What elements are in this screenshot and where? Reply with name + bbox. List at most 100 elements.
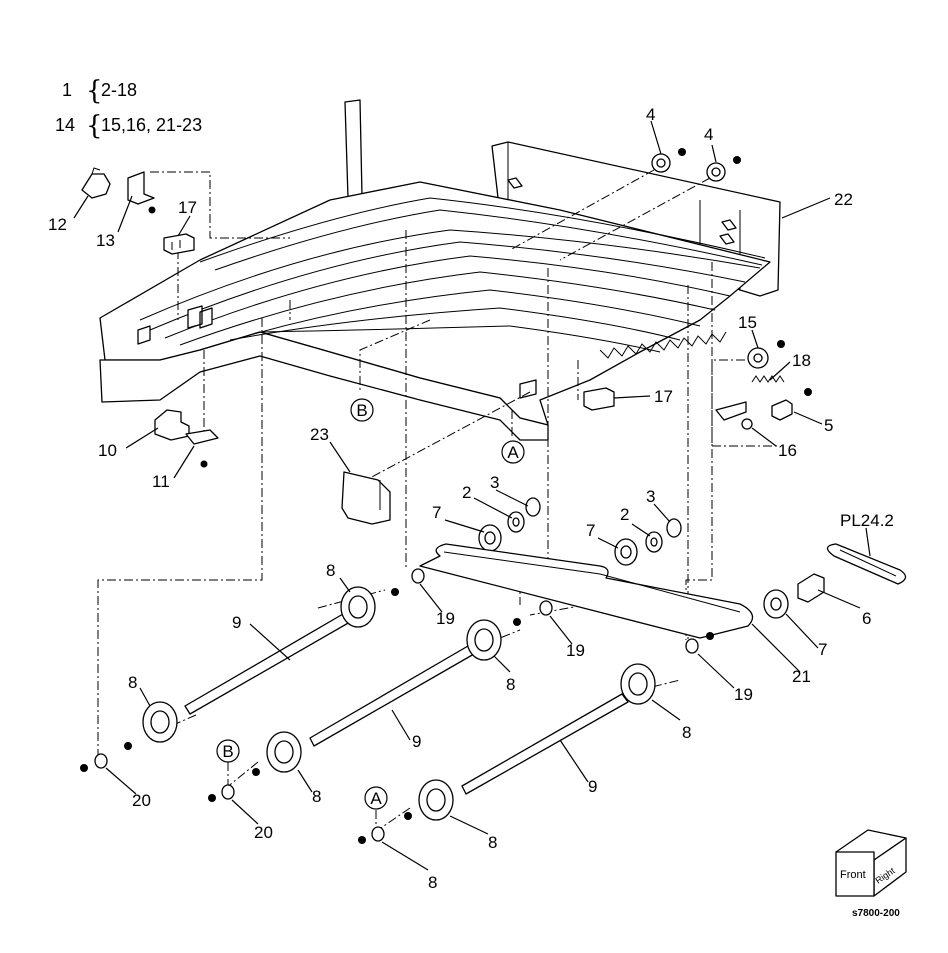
callout-2: 2	[462, 483, 471, 502]
roller-8-mid-right	[466, 619, 502, 661]
callout-pl24-2: PL24.2	[840, 511, 894, 530]
bearing-2-right	[645, 531, 663, 553]
tray-clip	[187, 305, 213, 329]
guide-rib	[214, 209, 763, 271]
gear-4-left	[651, 148, 686, 173]
reference-mark-b-lower: B	[216, 739, 240, 763]
guide-rib	[179, 271, 716, 346]
callout-20: 20	[254, 823, 273, 842]
svg-text:A: A	[507, 443, 519, 462]
cube-front-label: Front	[840, 869, 866, 881]
callout-20: 8	[428, 873, 437, 892]
assembly-line	[509, 169, 655, 251]
callout-8: 8	[312, 787, 321, 806]
gear-15	[747, 340, 785, 369]
roller-8-top-right	[340, 586, 376, 628]
assembly-line	[97, 318, 263, 755]
guide-rib	[139, 229, 761, 321]
callout-23: 23	[310, 425, 329, 444]
assembly-line	[559, 177, 711, 261]
drive-belt-pl24-2	[826, 543, 907, 585]
roller-8-low-left	[418, 779, 454, 821]
callout-8: 8	[128, 673, 137, 692]
callout-3: 3	[646, 487, 655, 506]
callout-labels: 4 4 22 12 13 17 17 15 18 5 16 10 11 23 3…	[48, 105, 894, 892]
callout-8: 8	[682, 723, 691, 742]
legend-row-1: 1 { 2-18	[62, 76, 137, 106]
gear-7-mid	[614, 538, 638, 566]
legend-children-2: 15,16, 21-23	[101, 115, 202, 135]
assembly-line	[225, 761, 259, 789]
guide-rib	[164, 255, 731, 339]
shaft-9-middle	[309, 645, 475, 747]
gear-4-right	[706, 156, 741, 182]
callout-4: 4	[646, 105, 655, 124]
shaft-9-upper	[184, 613, 351, 715]
legend-brace-icon: {	[86, 111, 103, 141]
gear-7-left	[478, 524, 502, 552]
guide-rib	[199, 197, 766, 263]
callout-5: 5	[824, 416, 833, 435]
callout-8: 8	[488, 833, 497, 852]
reference-mark-a-lower: A	[364, 786, 388, 810]
legend-parent-2: 14	[55, 115, 75, 135]
callout-19: 19	[436, 609, 455, 628]
bracket-16	[715, 401, 753, 430]
gear-3-left	[525, 497, 541, 517]
cover-23	[341, 471, 391, 525]
callout-4: 4	[704, 125, 713, 144]
callout-13: 13	[96, 231, 115, 250]
svg-text:B: B	[222, 742, 233, 761]
bearing-20-c	[358, 812, 412, 844]
guide-rib	[229, 307, 681, 341]
assembly-line	[150, 171, 290, 239]
callout-22: 22	[834, 190, 853, 209]
callout-16: 16	[778, 441, 797, 460]
callout-8: 8	[326, 561, 335, 580]
upper-guide-assembly	[99, 99, 781, 441]
sensor-12	[81, 167, 111, 199]
callout-19: 19	[734, 685, 753, 704]
callout-7: 7	[818, 640, 827, 659]
assembly-line	[377, 807, 411, 831]
guide-rib	[259, 325, 661, 353]
frame-hook	[507, 177, 737, 245]
callout-18: 18	[792, 351, 811, 370]
leader-lines	[73, 120, 871, 871]
legend-parent-1: 1	[62, 80, 72, 100]
rear-post	[344, 99, 363, 199]
bracket-11	[185, 429, 219, 468]
callout-15: 15	[738, 313, 757, 332]
callout-9: 9	[412, 732, 421, 751]
belt-21	[419, 543, 754, 639]
actuator-17-right	[583, 387, 615, 411]
bearing-2-left	[507, 511, 525, 533]
svg-text:B: B	[356, 401, 367, 420]
tray-clip	[519, 379, 537, 399]
callout-12: 12	[48, 215, 67, 234]
bracket-13	[127, 171, 156, 214]
svg-text:A: A	[370, 789, 382, 808]
bearing-19-a	[391, 568, 425, 596]
orientation-cube: Front Right	[835, 829, 907, 897]
exit-teeth	[599, 331, 727, 359]
roller-8-top-left	[142, 701, 178, 743]
guide-rib	[199, 289, 701, 351]
clutch-6	[797, 573, 825, 603]
reference-mark-b-upper: B	[350, 398, 374, 422]
callout-6: 6	[862, 609, 871, 628]
callout-21: 21	[792, 667, 811, 686]
callout-20: 20	[132, 791, 151, 810]
gear-3-right	[666, 518, 682, 538]
assembly-line	[711, 359, 780, 447]
callout-2: 2	[620, 505, 629, 524]
actuator-17-left	[163, 233, 195, 255]
spring-18	[751, 375, 785, 383]
callout-3: 3	[490, 473, 499, 492]
callout-11: 11	[152, 472, 170, 491]
roller-8-low-right	[620, 663, 656, 705]
roller-8-mid-left	[266, 731, 302, 773]
bearing-19-b	[513, 600, 553, 626]
